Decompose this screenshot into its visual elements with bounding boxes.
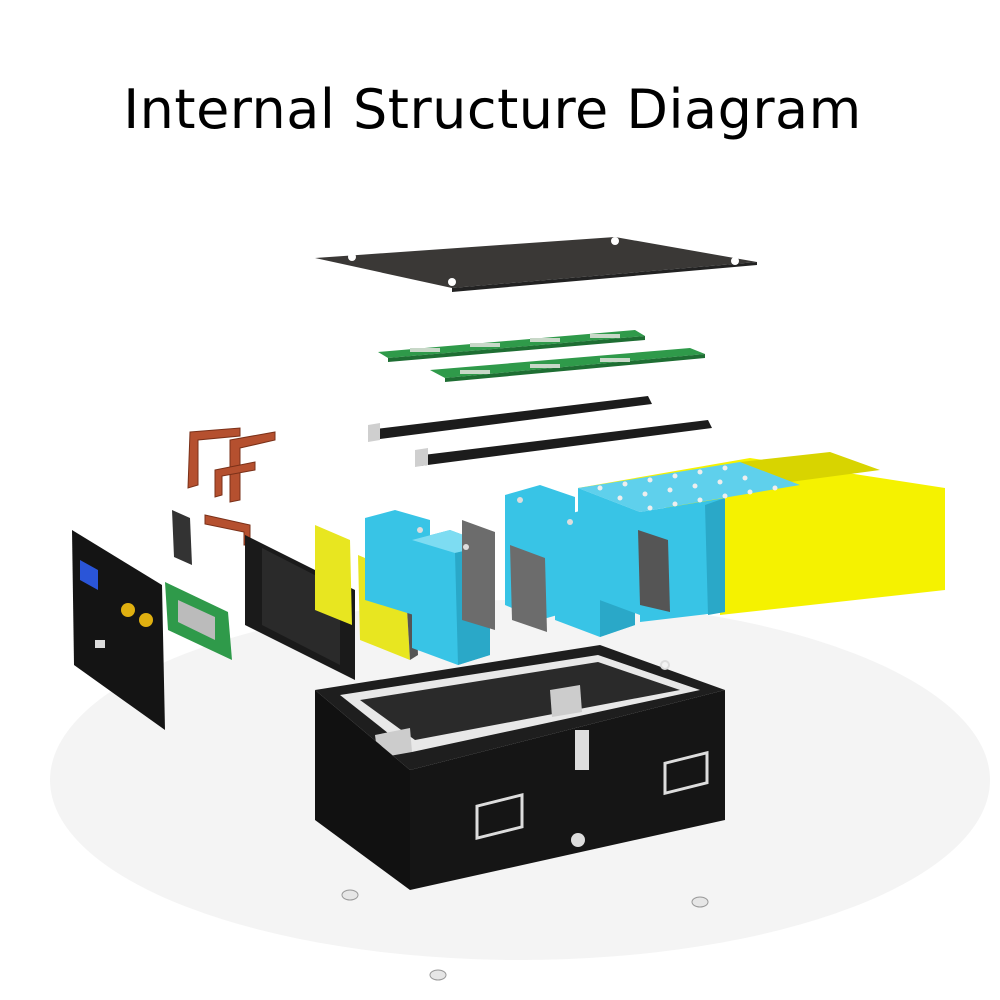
page-title: Internal Structure Diagram	[123, 78, 862, 141]
latch	[575, 730, 589, 770]
terminal-negative	[139, 613, 153, 627]
inner-front-frame	[245, 535, 355, 680]
cell-retaining-brackets	[368, 396, 712, 467]
terminal-positive	[121, 603, 135, 617]
display-screen	[80, 560, 98, 590]
battery-cell-pack	[578, 452, 945, 622]
balance-pcb-strips	[378, 330, 705, 382]
battery-enclosure	[315, 645, 725, 890]
front-control-panel	[72, 530, 165, 730]
top-cover-plate	[315, 237, 757, 292]
copper-busbars	[187, 427, 276, 546]
insulation-sheet	[315, 525, 352, 625]
lock-icon	[571, 833, 585, 847]
enclosure-feet	[341, 889, 709, 981]
cell-group-1	[365, 510, 495, 665]
handle	[475, 750, 709, 840]
bms-board	[165, 510, 232, 660]
